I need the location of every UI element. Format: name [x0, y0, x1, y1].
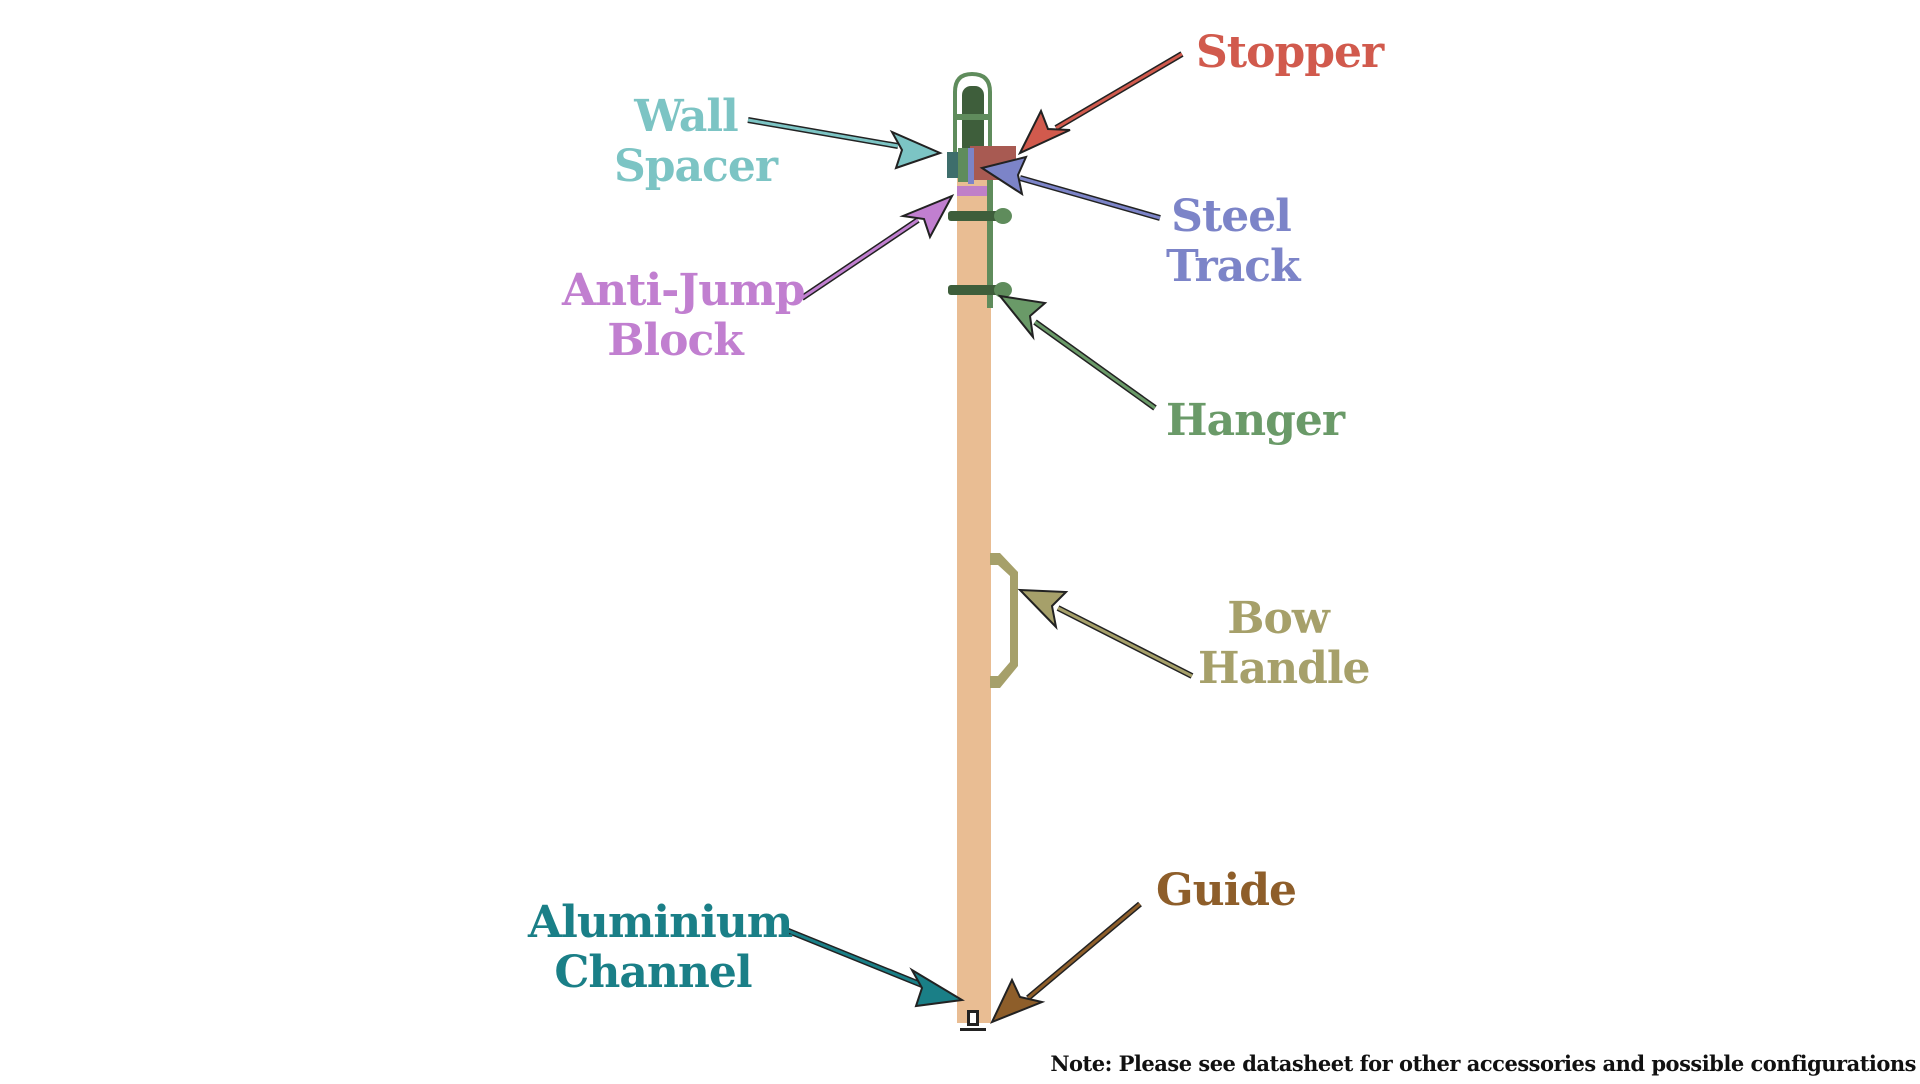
label-anti-jump-block: Anti-Jump Block — [562, 265, 806, 366]
anti-jump-part — [957, 186, 987, 196]
footnote: Note: Please see datasheet for other acc… — [1050, 1051, 1916, 1076]
label-steel-track-line-2: Track — [1166, 241, 1301, 292]
arrow-aluminium-channel — [784, 927, 965, 1008]
trolley-wheel — [953, 71, 992, 160]
label-guide: Guide — [1156, 865, 1297, 916]
label-stopper: Stopper — [1196, 27, 1384, 78]
label-aluminium-channel: Aluminium Channel — [528, 897, 793, 998]
arrow-hanger — [997, 294, 1157, 411]
label-anti-jump-line-2: Block — [607, 315, 744, 366]
label-aluminium-line-2: Channel — [554, 947, 752, 998]
label-bow-handle-line-2: Handle — [1198, 643, 1371, 694]
label-wall-spacer-line-2: Spacer — [614, 141, 778, 192]
arrow-stopper — [1017, 51, 1184, 156]
hanger-bolt-lower — [948, 282, 1012, 298]
label-wall-spacer: Wall Spacer — [614, 91, 778, 192]
arrow-bow-handle — [1017, 588, 1194, 679]
arrow-guide — [989, 901, 1142, 1024]
label-steel-track-line-1: Steel — [1171, 191, 1292, 242]
bottom-guide-part — [960, 1010, 986, 1031]
label-bow-handle-line-1: Bow — [1227, 593, 1329, 644]
label-stopper-line-1: Stopper — [1196, 27, 1384, 78]
arrow-wall-spacer — [747, 117, 943, 170]
arrow-anti-jump — [800, 194, 955, 301]
label-guide-line-1: Guide — [1156, 865, 1297, 916]
label-bow-handle: Bow Handle — [1198, 593, 1371, 694]
arrow-steel-track — [979, 155, 1161, 221]
door-panel — [957, 175, 991, 1023]
bow-handle-part — [990, 553, 1018, 688]
steel-track-part — [968, 148, 974, 184]
hanger-bolt-upper — [948, 208, 1012, 224]
hanger-strap — [987, 150, 993, 308]
label-hanger: Hanger — [1166, 395, 1345, 446]
label-hanger-line-1: Hanger — [1166, 395, 1345, 446]
label-anti-jump-line-1: Anti-Jump — [562, 265, 806, 316]
label-aluminium-line-1: Aluminium — [528, 897, 793, 948]
label-steel-track: Steel Track — [1166, 191, 1301, 292]
label-wall-spacer-line-1: Wall — [634, 91, 739, 142]
